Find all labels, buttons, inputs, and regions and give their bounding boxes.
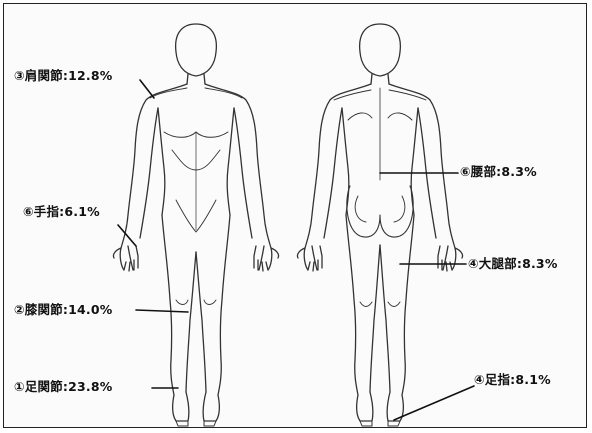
- back-body-figure: [297, 24, 462, 426]
- label-fingers: ⑥手指:6.1%: [23, 206, 100, 219]
- label-ankle-joint: ①足関節:23.8%: [14, 381, 112, 394]
- leader-shoulder: [140, 80, 154, 98]
- label-thigh: ④大腿部:8.3%: [468, 258, 558, 271]
- label-shoulder-joint: ③肩関節:12.8%: [14, 70, 112, 83]
- leader-toe: [394, 386, 474, 420]
- label-toes: ④足指:8.1%: [474, 374, 551, 387]
- label-lumbar: ⑥腰部:8.3%: [460, 166, 537, 179]
- leader-finger: [118, 225, 136, 246]
- front-body-figure: [113, 24, 278, 426]
- label-knee-joint: ②膝関節:14.0%: [14, 304, 112, 317]
- leader-knee: [136, 310, 188, 312]
